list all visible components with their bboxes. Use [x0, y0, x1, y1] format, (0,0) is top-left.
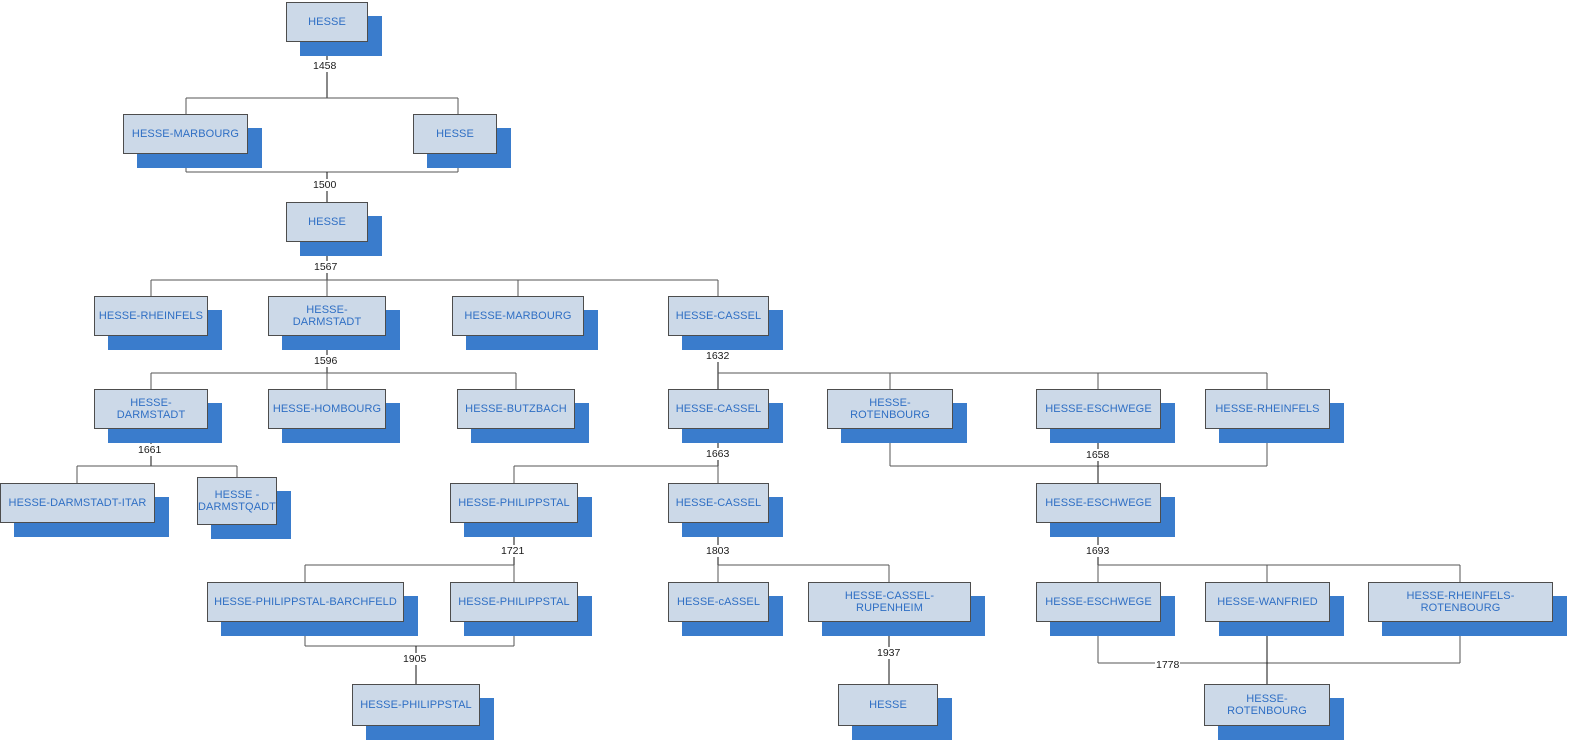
- edge-label: 1596: [313, 355, 339, 367]
- tree-node[interactable]: HESSE-ESCHWEGE: [1036, 483, 1161, 523]
- tree-node[interactable]: HESSE-DARMSTADT-ITAR: [0, 483, 155, 523]
- edge-label: 1721: [500, 545, 526, 557]
- tree-node[interactable]: HESSE-MARBOURG: [452, 296, 584, 336]
- tree-node[interactable]: HESSE-RHEINFELS-ROTENBOURG: [1368, 582, 1553, 622]
- tree-node[interactable]: HESSE-CASSEL-RUPENHEIM: [808, 582, 971, 622]
- tree-node[interactable]: HESSE-PHILIPPSTAL-BARCHFELD: [207, 582, 404, 622]
- edge-label: 1693: [1085, 545, 1111, 557]
- edge-label: 1937: [876, 647, 902, 659]
- tree-node[interactable]: HESSE-CASSEL: [668, 389, 769, 429]
- edge-label: 1905: [402, 653, 428, 665]
- tree-node[interactable]: HESSE: [286, 2, 368, 42]
- tree-node[interactable]: HESSE-HOMBOURG: [268, 389, 386, 429]
- tree-node[interactable]: HESSE-ROTENBOURG: [1204, 684, 1330, 726]
- edge-label: 1632: [705, 350, 731, 362]
- edge-label: 1458: [312, 60, 338, 72]
- tree-node[interactable]: HESSE-BUTZBACH: [457, 389, 575, 429]
- edge-label: 1778: [1155, 659, 1181, 671]
- tree-node[interactable]: HESSE-PHILIPPSTAL: [450, 582, 578, 622]
- tree-node[interactable]: HESSE: [413, 114, 497, 154]
- tree-node[interactable]: HESSE - DARMSTQADT: [197, 477, 277, 525]
- tree-node[interactable]: HESSE-PHILIPPSTAL: [450, 483, 578, 523]
- tree-node[interactable]: HESSE-DARMSTADT: [94, 389, 208, 429]
- edge-label: 1658: [1085, 449, 1111, 461]
- edge-label: 1567: [313, 261, 339, 273]
- edge-label: 1500: [312, 179, 338, 191]
- tree-node[interactable]: HESSE: [286, 202, 368, 242]
- tree-node[interactable]: HESSE-ROTENBOURG: [827, 389, 953, 429]
- tree-node[interactable]: HESSE-cASSEL: [668, 582, 769, 622]
- connector-lines: [76, 42, 1461, 684]
- edge-label: 1663: [705, 448, 731, 460]
- tree-node[interactable]: HESSE-WANFRIED: [1205, 582, 1330, 622]
- tree-node[interactable]: HESSE-CASSEL: [668, 296, 769, 336]
- tree-node[interactable]: HESSE-ESCHWEGE: [1036, 389, 1161, 429]
- edge-label: 1803: [705, 545, 731, 557]
- tree-node[interactable]: HESSE-ESCHWEGE: [1036, 582, 1161, 622]
- tree-node[interactable]: HESSE-CASSEL: [668, 483, 769, 523]
- tree-node[interactable]: HESSE-MARBOURG: [123, 114, 248, 154]
- edge-label: 1661: [137, 444, 163, 456]
- tree-node[interactable]: HESSE-RHEINFELS: [94, 296, 208, 336]
- tree-node[interactable]: HESSE: [838, 684, 938, 726]
- tree-node[interactable]: HESSE-DARMSTADT: [268, 296, 386, 336]
- tree-node[interactable]: HESSE-PHILIPPSTAL: [352, 684, 480, 726]
- tree-node[interactable]: HESSE-RHEINFELS: [1205, 389, 1330, 429]
